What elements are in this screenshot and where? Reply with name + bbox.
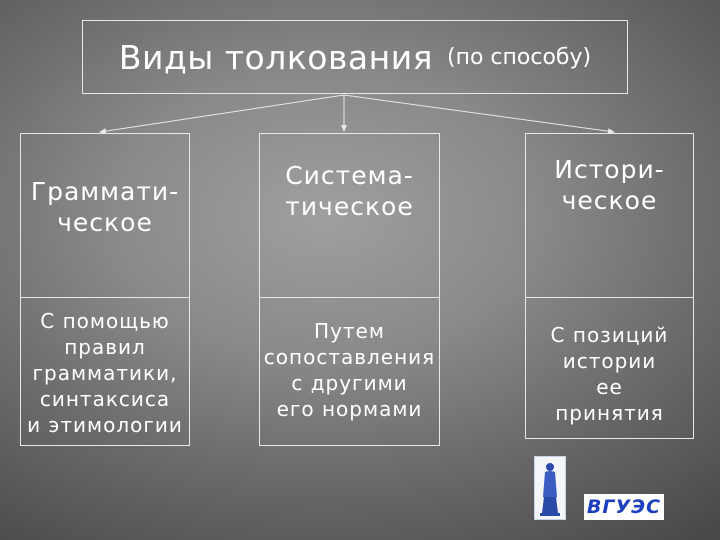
- arrow-to-grammatical: [99, 94, 345, 135]
- historical-heading-box: Истори- ческое: [525, 133, 694, 298]
- grammatical-heading: Граммати- ческое: [30, 177, 180, 237]
- grammatical-description: С помощью правил грамматики, синтаксиса …: [27, 309, 183, 437]
- title-main: Виды толкования: [118, 37, 434, 77]
- systematic-heading: Система- тическое: [285, 161, 414, 221]
- title-box: Виды толкования (по способу): [82, 20, 628, 94]
- title-subtitle: (по способу): [447, 44, 592, 70]
- university-logo: ВГУЭС: [584, 494, 664, 520]
- grammatical-heading-box: Граммати- ческое: [20, 133, 190, 298]
- grammatical-description-box: С помощью правил грамматики, синтаксиса …: [20, 298, 190, 446]
- arrow-to-historical: [343, 94, 615, 135]
- historical-description-box: С позиций истории ее принятия: [525, 298, 694, 439]
- historical-heading: Истори- ческое: [554, 155, 665, 215]
- university-emblem-icon: [534, 456, 566, 520]
- historical-description: С позиций истории ее принятия: [550, 323, 669, 425]
- systematic-description-box: Путем сопоставления с другими его нормам…: [259, 298, 440, 446]
- systematic-heading-box: Система- тическое: [259, 133, 440, 298]
- systematic-description: Путем сопоставления с другими его нормам…: [263, 319, 436, 421]
